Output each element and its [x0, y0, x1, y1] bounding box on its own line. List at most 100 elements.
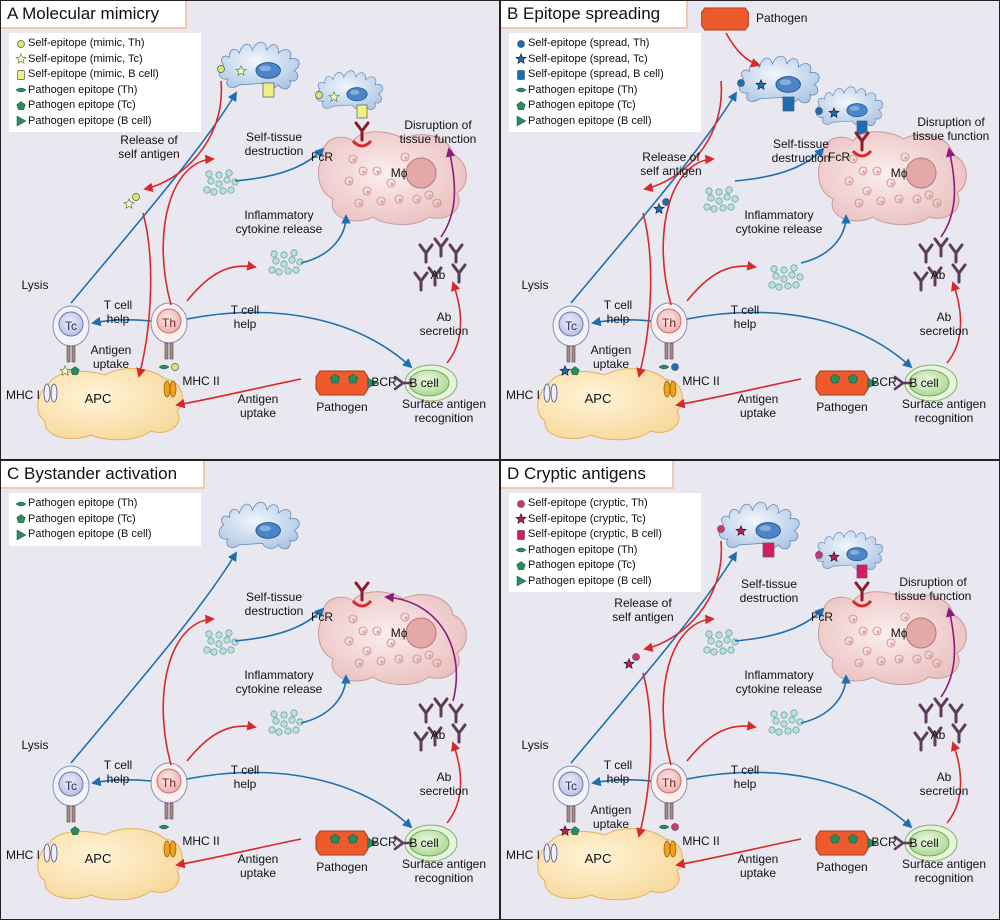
label-tcell-help-left: T cell help — [603, 298, 633, 326]
arrow-disruption — [940, 147, 956, 238]
nucleus — [558, 771, 584, 797]
cytokine-cluster — [703, 629, 739, 656]
th-cell — [150, 762, 188, 820]
square-icon — [516, 529, 525, 540]
legend-pentagon-icon — [15, 100, 26, 110]
antibody-icon — [427, 726, 443, 747]
fcr-antibody-icon — [854, 581, 870, 602]
arrow-antigen-uptake — [175, 838, 302, 869]
triangle-icon — [516, 115, 527, 127]
antibody-icon — [448, 703, 464, 724]
released-self-epitope-th — [132, 193, 140, 201]
label-fcr: FcR — [828, 150, 850, 164]
label-mhc1: MHC I — [6, 848, 40, 862]
pathogen-cell — [815, 830, 869, 856]
pathogen-shape — [701, 7, 749, 31]
pathogen-cell — [315, 830, 369, 856]
legend: Self-epitope (mimic, Th)Self-epitope (mi… — [9, 33, 201, 132]
leaf-icon — [13, 496, 28, 512]
arrow-th-to-self-tissue — [662, 614, 715, 766]
legend-label: Pathogen epitope (Th) — [528, 83, 638, 96]
legend-item: Self-epitope (cryptic, Th) — [513, 496, 697, 512]
label-tcell-help-left: T cell help — [103, 298, 133, 326]
th-cell — [650, 762, 688, 820]
arrow-ab-secretion — [446, 741, 462, 824]
arrow-cytokines-to-macrophage — [800, 674, 851, 724]
arrow-cytokines-to-macrophage — [300, 674, 351, 724]
arrow-th-to-cytokines — [186, 721, 257, 762]
arrow-cytokines-to-macrophage — [300, 214, 351, 264]
antibody-icon — [451, 723, 467, 744]
triangle-icon — [513, 114, 528, 130]
label-tc: Tc — [65, 779, 77, 793]
tc-cell — [552, 305, 590, 363]
arrow-ab-secretion — [946, 281, 962, 364]
label-self-tissue: Self-tissue destruction — [244, 130, 304, 158]
fcr-antibody-icon — [354, 581, 370, 602]
arrow-tc-lysis — [570, 551, 737, 764]
leaf-icon — [515, 548, 526, 553]
released-self-epitope-tc — [623, 657, 635, 669]
legend-item: Pathogen epitope (B cell) — [13, 527, 197, 543]
arrow-th-help-b — [186, 311, 413, 369]
label-mhc2: MHC II — [682, 374, 720, 388]
label-surface: Surface antigen recognition — [901, 857, 987, 885]
antibody-icon — [927, 266, 943, 287]
label-ab: Ab — [930, 728, 946, 742]
label-inflammatory: Inflammatory cytokine release — [735, 668, 823, 696]
self-epitope-bcell — [856, 120, 868, 135]
nucleus — [156, 768, 182, 794]
legend-triangle-icon — [516, 575, 527, 587]
label-antigen-uptake-upper: Antigen uptake — [590, 803, 632, 831]
antibody-icon — [918, 243, 934, 264]
pathway-diagram — [37, 41, 467, 441]
arrow-tc-lysis — [70, 91, 237, 304]
self-tissue-cell — [218, 41, 300, 90]
nucleus — [58, 771, 84, 797]
antibody-icon — [933, 237, 949, 258]
bcr-icon — [393, 835, 413, 851]
pathogen-epitope-tc — [329, 373, 341, 384]
self-epitope-th — [717, 525, 725, 533]
legend-star-icon — [514, 513, 527, 525]
legend-triangle-icon — [516, 115, 527, 127]
panel-title: B Epitope spreading — [501, 1, 689, 29]
cytokine-cluster — [268, 249, 304, 276]
arrow-th-to-self-tissue — [662, 154, 715, 306]
mhc2-icon — [163, 380, 171, 398]
legend-label: Pathogen epitope (Th) — [528, 543, 638, 556]
legend-label: Pathogen epitope (B cell) — [528, 574, 652, 587]
label-tc: Tc — [565, 779, 577, 793]
arrow-self-to-macrophage — [734, 147, 825, 182]
nucleus — [656, 308, 682, 334]
tcr — [66, 345, 71, 363]
circle-icon — [513, 36, 528, 52]
released-self-epitope-th — [632, 653, 640, 661]
th-cell — [650, 302, 688, 360]
legend-label: Self-epitope (spread, Th) — [528, 37, 650, 49]
pathogen-epitope-bcell — [367, 377, 378, 389]
arrow-cytokines-to-macrophage — [800, 214, 851, 264]
mhc1-icon — [543, 843, 551, 863]
label-tcell-help-right: T cell help — [730, 303, 760, 331]
fcr-receptor — [351, 139, 373, 148]
self-epitope-th — [315, 91, 323, 99]
legend-item: Pathogen epitope (Th) — [513, 83, 697, 99]
legend-item: Self-epitope (spread, Tc) — [513, 52, 697, 68]
apc-cell — [537, 828, 683, 901]
legend-label: Self-epitope (mimic, Tc) — [28, 52, 143, 65]
fcr-receptor — [851, 149, 873, 158]
self-epitope-th — [171, 363, 179, 371]
arrow-pathogen-to-self — [725, 32, 761, 68]
self-epitope-tc — [828, 106, 840, 118]
legend-pentagon-icon — [515, 100, 526, 110]
tc-cell — [52, 765, 90, 823]
antibody-icon — [413, 271, 429, 292]
star-icon — [513, 52, 528, 68]
self-epitope-th — [671, 363, 679, 371]
tcr — [566, 345, 571, 363]
label-bcr: BCR — [371, 835, 397, 849]
pentagon-icon — [15, 100, 26, 110]
